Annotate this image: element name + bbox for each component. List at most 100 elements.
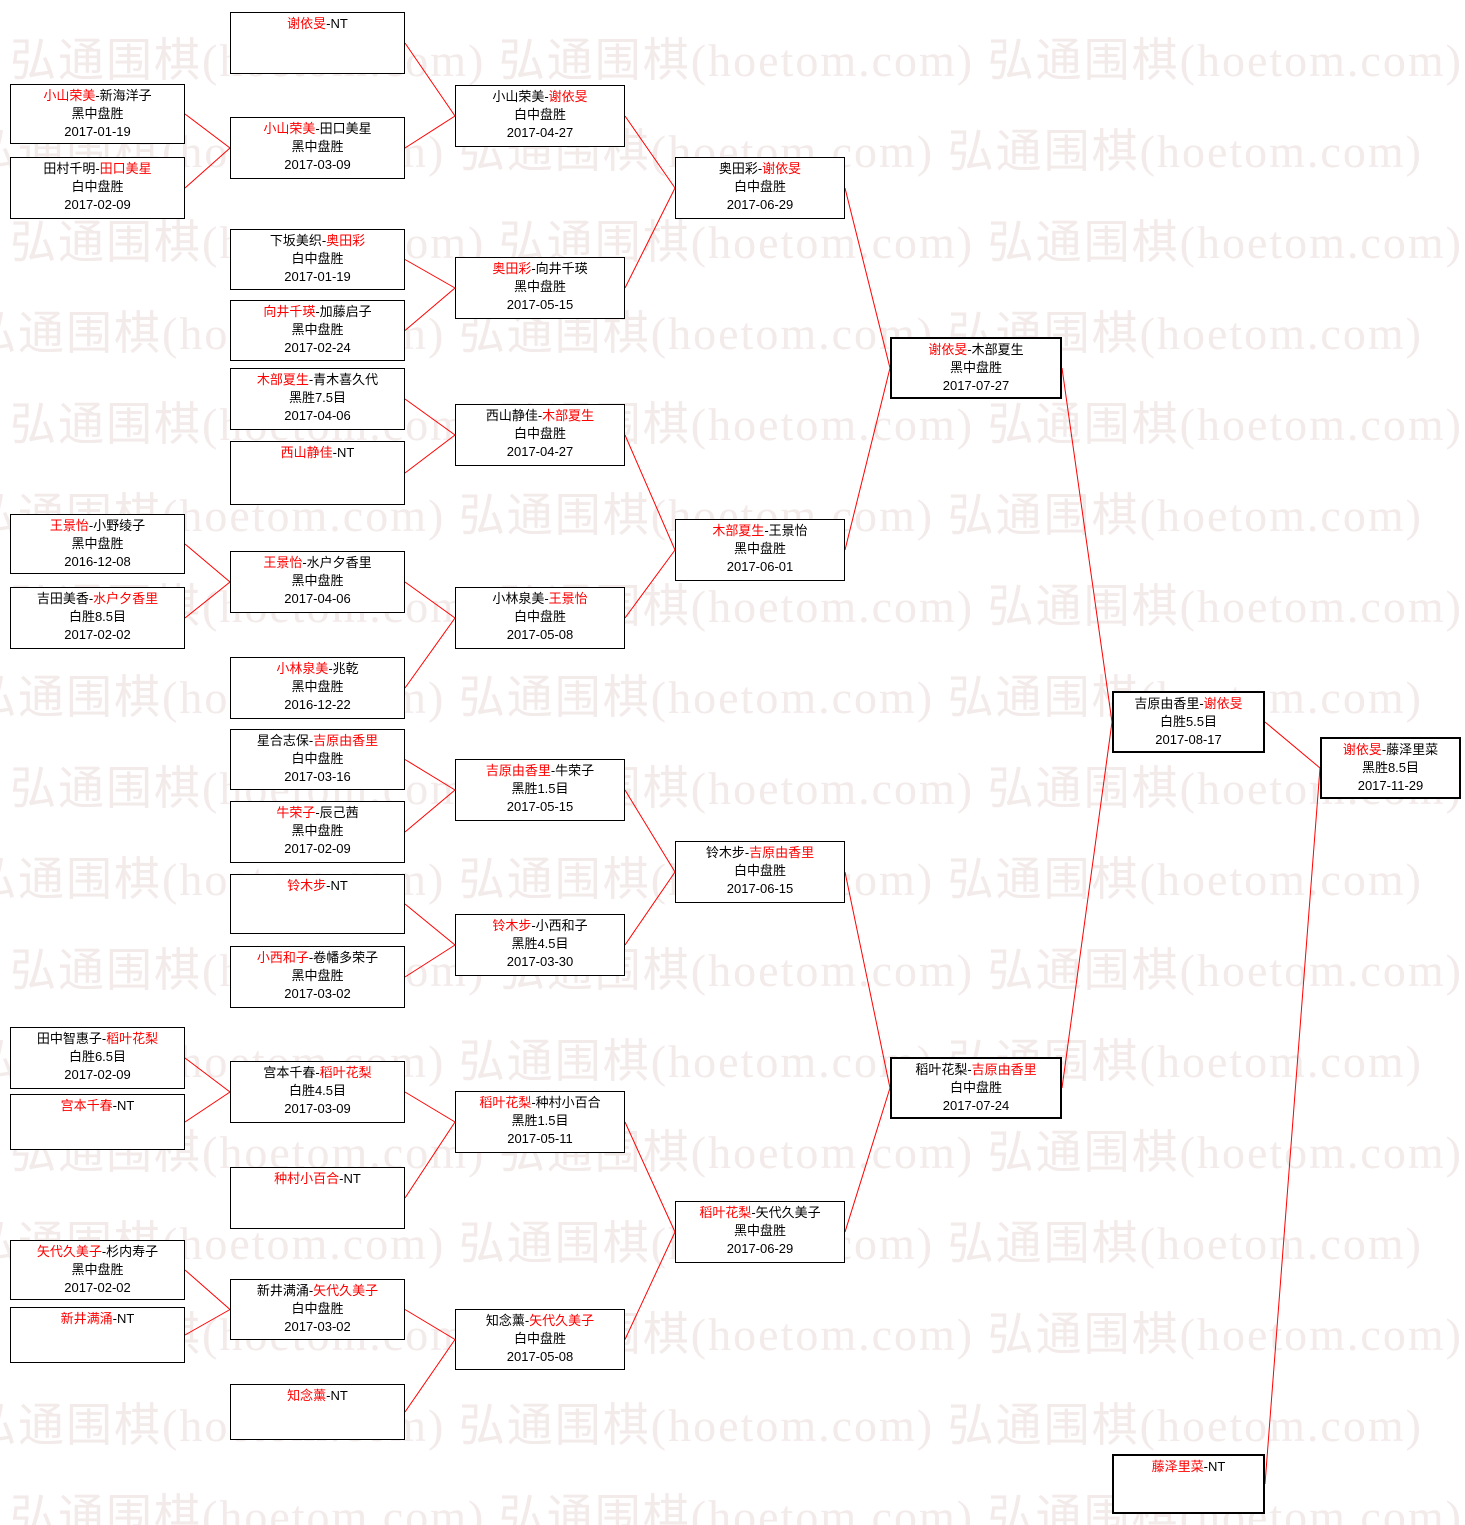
match-date: 2017-01-19 bbox=[284, 269, 351, 284]
match-date: 2017-04-06 bbox=[284, 591, 351, 606]
match-result: 黑胜4.5目 bbox=[511, 936, 569, 951]
player-name: 矢代久美子 bbox=[529, 1313, 595, 1328]
player-name: 铃木步 bbox=[705, 845, 745, 860]
connector-line bbox=[404, 759, 456, 791]
match-result: 白中盘胜 bbox=[513, 1331, 566, 1346]
match-box: 西山静佳-NT bbox=[230, 441, 405, 505]
match-result: 白中盘胜 bbox=[513, 609, 566, 624]
player-name: 种村小百合 bbox=[274, 1171, 340, 1186]
match-players: 铃木步-NT bbox=[287, 878, 348, 893]
match-result: 黑中盘胜 bbox=[71, 1262, 124, 1277]
connector-line bbox=[184, 1091, 231, 1123]
match-date: 2017-06-01 bbox=[726, 559, 794, 574]
player-name: 向井千瑛 bbox=[263, 304, 316, 319]
player-name: 谢依旻 bbox=[762, 161, 802, 176]
player-name: 铃木步 bbox=[287, 878, 327, 893]
match-players: 小山荣美-新海洋子 bbox=[43, 88, 152, 103]
match-players: 小山荣美-田口美星 bbox=[263, 121, 372, 136]
match-players: 星合志保-吉原由香里 bbox=[256, 733, 379, 748]
player-name: NT bbox=[330, 1388, 348, 1403]
player-name: 新海洋子 bbox=[99, 88, 152, 103]
player-name: 知念薰 bbox=[485, 1313, 525, 1328]
player-name: 新井满涌 bbox=[256, 1283, 309, 1298]
player-name: 谢依旻 bbox=[1203, 696, 1243, 711]
match-result: 黑胜8.5目 bbox=[1361, 760, 1420, 775]
match-players: 宫本千春-稻叶花梨 bbox=[263, 1065, 372, 1080]
player-name: 吉原由香里 bbox=[971, 1062, 1037, 1077]
match-result: 黑中盘胜 bbox=[291, 573, 344, 588]
player-name: 奥田彩 bbox=[492, 261, 532, 276]
match-result: 黑中盘胜 bbox=[291, 679, 344, 694]
connector-line bbox=[404, 115, 456, 149]
connector-line bbox=[844, 1087, 891, 1233]
player-name: 田村千明 bbox=[43, 161, 96, 176]
match-date: 2017-04-27 bbox=[506, 125, 574, 140]
match-players: 种村小百合-NT bbox=[274, 1171, 361, 1186]
match-players: 木部夏生-王景怡 bbox=[712, 523, 808, 538]
player-name: 吉原由香里 bbox=[1134, 696, 1200, 711]
player-name: 宫本千春 bbox=[60, 1098, 113, 1113]
match-players: 木部夏生-青木喜久代 bbox=[256, 372, 379, 387]
match-result: 白中盘胜 bbox=[733, 179, 786, 194]
match-result: 白中盘胜 bbox=[513, 426, 566, 441]
match-players: 吉原由香里-谢依旻 bbox=[1134, 696, 1243, 711]
connector-line bbox=[624, 549, 676, 619]
player-name: 王景怡 bbox=[49, 518, 89, 533]
player-name: NT bbox=[343, 1171, 361, 1186]
connector-line bbox=[184, 1057, 231, 1093]
player-name: 谢依旻 bbox=[1342, 742, 1382, 757]
connector-line bbox=[624, 871, 676, 946]
connector-line bbox=[404, 1121, 456, 1199]
player-name: 小林泉美 bbox=[492, 591, 545, 606]
match-result: 黑中盘胜 bbox=[291, 968, 344, 983]
match-players: 西山静佳-木部夏生 bbox=[485, 408, 595, 423]
player-name: NT bbox=[1208, 1459, 1226, 1474]
connector-line bbox=[404, 398, 456, 436]
player-name: 小野绫子 bbox=[93, 518, 146, 533]
connector-line bbox=[404, 903, 456, 946]
player-name: 藤泽里菜 bbox=[1151, 1459, 1204, 1474]
connector-line bbox=[184, 581, 231, 619]
player-name: 星合志保 bbox=[256, 733, 309, 748]
connector-line bbox=[624, 789, 676, 873]
player-name: 木部夏生 bbox=[256, 372, 309, 387]
player-name: 矢代久美子 bbox=[755, 1205, 821, 1220]
match-date: 2017-04-06 bbox=[284, 408, 351, 423]
match-players: 田中智惠子-稻叶花梨 bbox=[36, 1031, 159, 1046]
player-name: 矢代久美子 bbox=[36, 1244, 102, 1259]
match-players: 小林泉美-王景怡 bbox=[492, 591, 588, 606]
player-name: NT bbox=[117, 1311, 135, 1326]
connector-line bbox=[624, 1231, 676, 1340]
match-players: 藤泽里菜-NT bbox=[1151, 1459, 1226, 1474]
match-box: 谢依旻-NT bbox=[230, 12, 405, 74]
player-name: 小西和子 bbox=[256, 950, 309, 965]
player-name: 谢依旻 bbox=[928, 342, 968, 357]
match-result: 白中盘胜 bbox=[733, 863, 786, 878]
player-name: 辰己茜 bbox=[319, 805, 359, 820]
match-date: 2017-05-15 bbox=[506, 799, 574, 814]
match-result: 白中盘胜 bbox=[513, 107, 566, 122]
match-players: 西山静佳-NT bbox=[280, 445, 355, 460]
player-name: 奥田彩 bbox=[326, 233, 366, 248]
connector-line bbox=[404, 42, 456, 117]
match-players: 稻叶花梨-矢代久美子 bbox=[699, 1205, 821, 1220]
connector-line bbox=[404, 617, 456, 689]
connector-line bbox=[624, 115, 676, 189]
player-name: 稻叶花梨 bbox=[479, 1095, 532, 1110]
player-name: 小西和子 bbox=[535, 918, 588, 933]
connector-line bbox=[404, 1091, 456, 1123]
match-players: 向井千瑛-加藤启子 bbox=[263, 304, 372, 319]
match-players: 奥田彩-向井千瑛 bbox=[492, 261, 588, 276]
player-name: 小山荣美 bbox=[492, 89, 545, 104]
player-name: 加藤启子 bbox=[319, 304, 372, 319]
